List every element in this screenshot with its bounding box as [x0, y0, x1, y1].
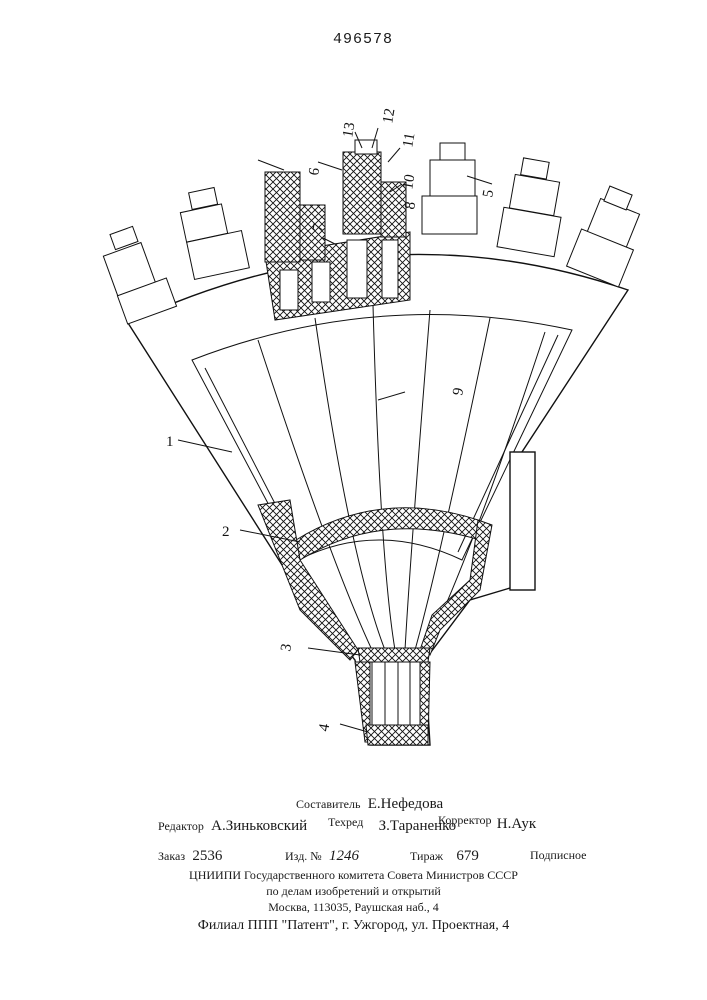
order-line: Заказ 2536: [158, 848, 222, 865]
connector-right-1: [422, 143, 477, 234]
clamp-ring-3: [358, 648, 430, 662]
housing-outline: [128, 254, 628, 745]
callout-4: 4: [316, 722, 333, 733]
subscription-note: Подписное: [530, 848, 587, 863]
callout-11: 11: [400, 132, 418, 149]
print-run-line: Тираж 679: [410, 848, 479, 865]
callout-6: 6: [306, 166, 323, 177]
compiler-line: Составитель Е.Нефедова: [296, 796, 443, 813]
callout-12: 12: [380, 107, 398, 125]
edition-line: Изд. № 1246: [285, 848, 359, 865]
connector-right-3: [567, 186, 640, 287]
callout-8: 8: [402, 201, 419, 211]
connector-left-2: [180, 187, 249, 279]
corrector-name: Н.Аук: [497, 816, 536, 832]
edition-value: 1246: [329, 848, 359, 864]
bracket: [510, 452, 535, 590]
callout-5: 5: [480, 189, 497, 199]
techred-label: Техред: [328, 815, 363, 829]
editor-line: Редактор А.Зиньковский: [158, 818, 307, 835]
editor-label: Редактор: [158, 819, 204, 833]
corrector-label: Корректор: [438, 813, 492, 827]
callout-10: 10: [400, 173, 418, 191]
technical-drawing: 1 2 3 4 5 6 7 8 9 10 11 12 13: [0, 0, 707, 790]
compiler-name: Е.Нефедова: [368, 796, 443, 812]
institute-line-2: по делам изобретений и открытий: [0, 884, 707, 899]
editor-name: А.Зиньковский: [211, 818, 307, 834]
callout-2: 2: [222, 524, 230, 540]
order-value: 2536: [192, 848, 222, 864]
connector-left-1: [103, 226, 176, 324]
branch-line: Филиал ППП "Патент", г. Ужгород, ул. Про…: [0, 918, 707, 934]
callout-3: 3: [278, 643, 295, 653]
institute-line-3: Москва, 113035, Раушская наб., 4: [0, 900, 707, 915]
print-run-label: Тираж: [410, 849, 443, 863]
callout-13: 13: [340, 121, 358, 139]
edition-label: Изд. №: [285, 849, 322, 863]
order-label: Заказ: [158, 849, 185, 863]
compiler-label: Составитель: [296, 797, 360, 811]
institute-line-1: ЦНИИПИ Государственного комитета Совета …: [0, 868, 707, 883]
connector-right-2: [497, 158, 561, 257]
print-run-value: 679: [456, 848, 479, 864]
techred-line: Техред З.Тараненко: [328, 814, 456, 831]
corrector-line: Корректор Н.Аук: [438, 812, 536, 829]
callout-1: 1: [166, 434, 174, 450]
